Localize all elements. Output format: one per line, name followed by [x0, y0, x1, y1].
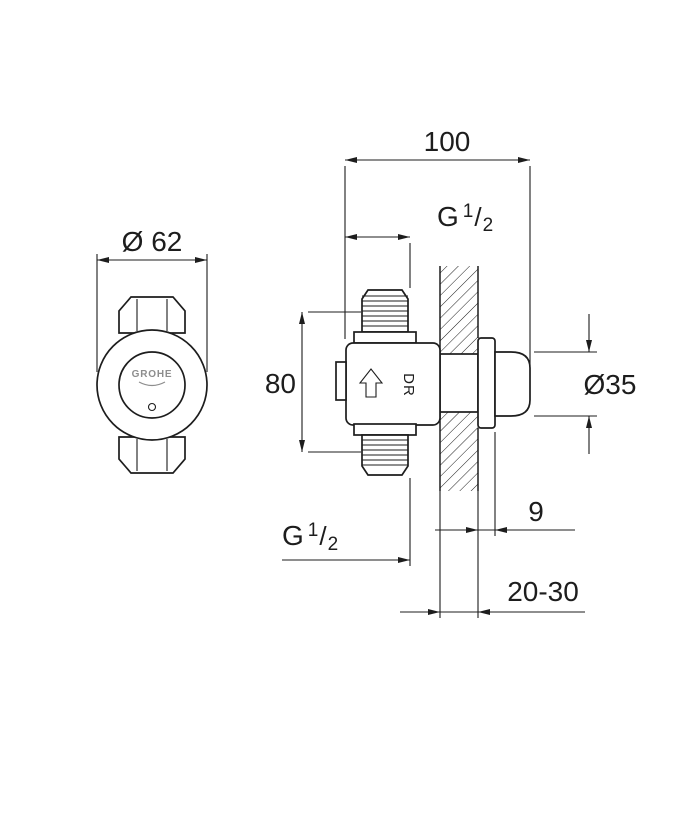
outlet-threads: [362, 439, 408, 466]
front-view: Ø 62 GROHE: [96, 226, 208, 474]
front-diameter-label: Ø 62: [122, 226, 183, 257]
arrowhead-right: [518, 157, 530, 163]
dr-marking: DR: [400, 373, 417, 397]
brand-wordmark: GROHE: [132, 369, 173, 380]
knob-diameter-label: Ø35: [584, 369, 637, 400]
grohe-logo: GROHE: [132, 369, 173, 387]
mounting-nut-top: [118, 296, 186, 334]
thread-denominator: 2: [328, 534, 339, 555]
dimension-escutcheon-depth: 9: [435, 432, 575, 618]
upper-collar: [353, 331, 417, 344]
dimension-knob-diameter: Ø35: [534, 314, 636, 454]
arrowhead-left: [345, 234, 357, 240]
nut-silhouette: [118, 296, 186, 334]
logo-swoosh: [138, 381, 166, 387]
through-wall-stem: [439, 353, 479, 413]
arrowhead-right: [195, 257, 207, 263]
thread-denominator: 2: [483, 215, 494, 236]
arrowhead-up: [586, 416, 592, 428]
depth-label: 100: [424, 126, 471, 157]
arrowhead-left: [478, 609, 490, 615]
wall-section: [439, 266, 479, 491]
lower-collar: [353, 423, 417, 436]
thread-prefix: G: [282, 520, 304, 551]
pilot-hole: [147, 402, 157, 412]
flow-direction-arrow: [358, 368, 384, 398]
arrowhead-down: [586, 340, 592, 352]
escutcheon-depth-label: 9: [528, 496, 544, 527]
side-port: [335, 361, 347, 401]
mounting-nut-bottom: [118, 436, 186, 474]
push-knob: [494, 351, 531, 417]
arrowhead-right: [398, 557, 410, 563]
dimension-depth-100: 100: [344, 126, 531, 366]
thread-slash: /: [319, 521, 327, 551]
arrowhead-down: [299, 440, 305, 452]
nut-silhouette: [118, 436, 186, 474]
arrowhead-right: [428, 609, 440, 615]
wall-range-label: 20-30: [507, 576, 579, 607]
arrowhead-up: [299, 312, 305, 324]
thread-prefix: G: [437, 201, 459, 232]
wall-hatch-upper: [440, 266, 478, 354]
height-label: 80: [265, 368, 296, 399]
valve-housing: [345, 342, 441, 426]
valve-body-side: DR: [335, 289, 531, 476]
thread-slash: /: [474, 202, 482, 232]
thread-numerator: 1: [308, 520, 319, 541]
arrowhead-left: [495, 527, 507, 533]
thread-numerator: 1: [463, 201, 474, 222]
arrowhead-right: [398, 234, 410, 240]
side-view: DR 100: [265, 126, 636, 618]
dimension-wall-thickness-range: 20-30: [400, 491, 585, 618]
wall-hatch-lower: [440, 412, 478, 491]
inlet-threads: [362, 295, 408, 327]
arrowhead-right: [466, 527, 478, 533]
arrowhead-left: [97, 257, 109, 263]
wall-escutcheon: [477, 337, 496, 429]
arrowhead-left: [345, 157, 357, 163]
dimension-front-diameter: Ø 62: [96, 226, 208, 372]
dimension-height-80: 80: [265, 311, 361, 453]
